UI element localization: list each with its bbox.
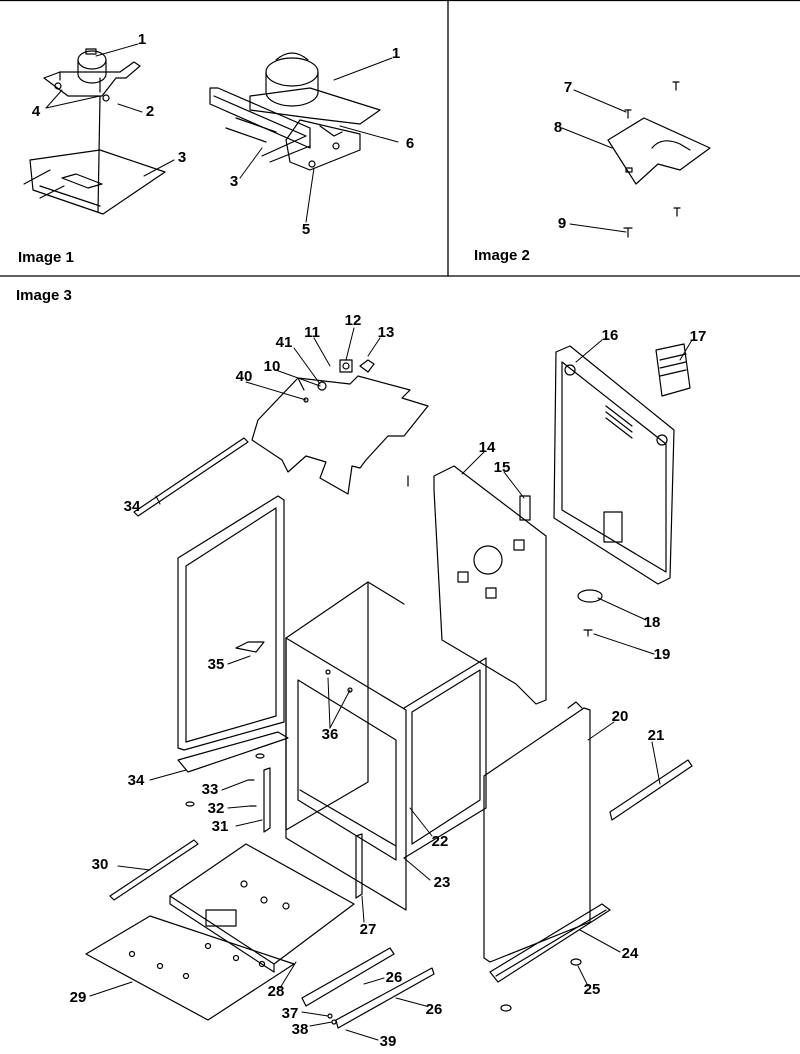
- cover-plate: [607, 117, 711, 185]
- callout-number-i1-1a: 1: [138, 31, 146, 48]
- callout-number-c24: 24: [622, 945, 639, 962]
- cabinet-frame: [285, 581, 487, 911]
- callout-number-c17: 17: [690, 328, 707, 345]
- callout-number-c31: 31: [212, 818, 229, 835]
- callout-number-c35: 35: [208, 656, 225, 673]
- long-bracket: [209, 87, 311, 149]
- callout-number-c20: 20: [612, 708, 629, 725]
- motor-large: [265, 57, 319, 87]
- callout-number-c25: 25: [584, 981, 601, 998]
- callout-number-i2-9: 9: [558, 215, 566, 232]
- callout-number-c40: 40: [236, 368, 253, 385]
- callout-number-c36: 36: [322, 726, 339, 743]
- callout-number-c28: 28: [268, 983, 285, 1000]
- rear-cover: [553, 343, 691, 637]
- callout-leaders: [45, 43, 693, 1041]
- small-cover-15: [519, 495, 531, 521]
- panel-frames: [0, 0, 800, 277]
- callout-number-c23: 23: [434, 874, 451, 891]
- callout-number-i1-6: 6: [406, 135, 414, 152]
- callout-number-c26a: 26: [386, 969, 403, 986]
- callout-number-c13: 13: [378, 324, 395, 341]
- callout-number-c37: 37: [282, 1005, 299, 1022]
- image2-assembly: [607, 81, 711, 238]
- vent-grille-17: [655, 343, 691, 397]
- callout-number-c30: 30: [92, 856, 109, 873]
- callout-number-c34b: 34: [128, 772, 145, 789]
- callout-number-c21: 21: [648, 727, 665, 744]
- image1-right-assembly: [209, 52, 381, 171]
- callout-number-c14: 14: [479, 439, 496, 456]
- panel-label-image-3: Image 3: [16, 287, 72, 304]
- callout-number-c38: 38: [292, 1021, 309, 1038]
- callout-number-i1-5: 5: [302, 221, 310, 238]
- callout-number-i1-1b: 1: [392, 45, 400, 62]
- callout-number-c18: 18: [644, 614, 661, 631]
- top-panel: [251, 359, 429, 495]
- grommet-18: [577, 589, 603, 603]
- callout-number-i1-4: 4: [32, 103, 41, 120]
- top-rail: [133, 437, 249, 517]
- callout-number-c41: 41: [276, 334, 293, 351]
- mounting-plate: [29, 149, 166, 215]
- callout-number-c32: 32: [208, 800, 225, 817]
- callout-number-c16: 16: [602, 327, 619, 344]
- callout-number-i2-7: 7: [564, 79, 572, 96]
- top-component-12: [339, 359, 353, 373]
- callout-number-c10: 10: [264, 358, 281, 375]
- image1-left-assembly: [23, 48, 166, 215]
- callout-number-i1-2: 2: [146, 103, 154, 120]
- back-panel: [433, 465, 547, 705]
- callout-number-c19: 19: [654, 646, 671, 663]
- callout-number-c11: 11: [304, 324, 320, 341]
- callout-number-i1-3b: 3: [230, 173, 238, 190]
- panel-label-image-1: Image 1: [18, 249, 74, 266]
- callout-number-c22: 22: [432, 833, 449, 850]
- callout-number-i1-3a: 3: [178, 149, 186, 166]
- callout-number-c39: 39: [380, 1033, 397, 1050]
- callout-number-c12: 12: [345, 312, 362, 329]
- door-panel: [483, 701, 591, 963]
- callout-number-c29: 29: [70, 989, 87, 1006]
- callout-number-c26b: 26: [426, 1001, 443, 1018]
- toe-kick-24: [489, 903, 611, 1012]
- left-side-panel: [177, 495, 289, 773]
- callout-number-c27: 27: [360, 921, 377, 938]
- callout-number-i2-8: 8: [554, 119, 562, 136]
- bracket: [43, 61, 141, 97]
- callout-number-c15: 15: [494, 459, 511, 476]
- misc-small-parts: [109, 641, 435, 1029]
- screw: [102, 94, 110, 102]
- base-pan-28: [169, 843, 355, 973]
- callout-number-c33: 33: [202, 781, 219, 798]
- callout-number-c34a: 34: [124, 498, 141, 515]
- bottom-panel-29: [85, 915, 295, 1021]
- rail-21: [609, 759, 693, 821]
- panel-label-image-2: Image 2: [474, 247, 530, 264]
